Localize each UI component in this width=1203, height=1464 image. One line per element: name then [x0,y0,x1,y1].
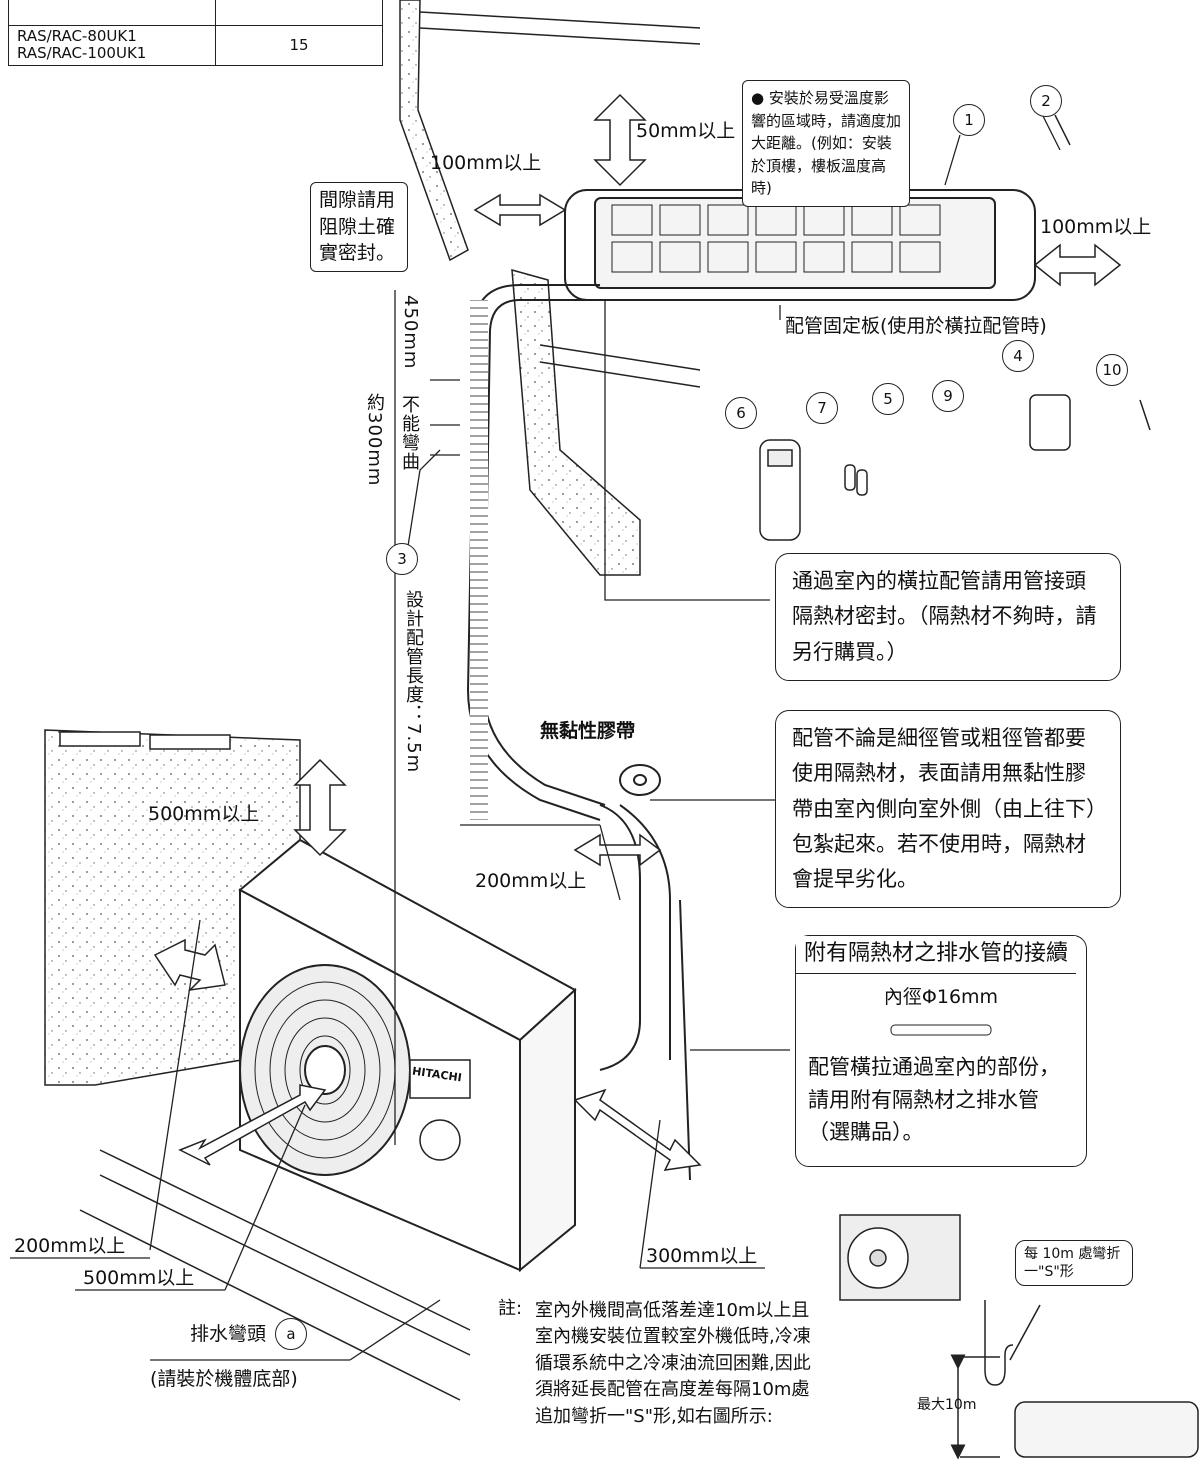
s-bend-callout: 每 10m 處彎折一"S"形 [1015,1240,1133,1287]
drain-diameter: 內徑Φ16mm [883,985,999,1008]
part-marker-6: 6 [725,397,757,429]
tape-roll [619,764,661,796]
leader-lines [10,109,1061,1361]
outdoor-wall [44,729,471,1401]
clear-500-top: 500mm以上 [148,803,260,825]
part-marker-7: 7 [806,392,838,424]
max-height-label: 最大10m [917,1397,977,1413]
part-marker-2: 2 [1030,85,1062,117]
bracket-label: 配管固定板(使用於橫拉配管時) [785,315,1047,337]
accessory-parts [759,114,1151,541]
seal-note: 間隙請用阻隙土確實密封。 [310,182,408,272]
drain-title: 附有隔熱材之排水管的接續 [796,936,1077,974]
no-bend-label: 不能彎曲 [399,395,420,471]
outdoor-unit [238,838,577,1273]
tape-label: 無黏性膠帶 [540,720,636,742]
part-marker-5: 5 [872,383,904,415]
refrigerant-pipe [466,284,691,1181]
clear-200-right: 200mm以上 [475,870,587,892]
model-names: RAS/RAC-80UK1 RAS/RAC-100UK1 [8,25,216,66]
footnote-prefix: 註: [498,1298,523,1319]
clear-top-label: 50mm以上 [636,120,736,142]
model-table-header-right [215,0,383,26]
part-marker-1: 1 [953,104,985,136]
footnote-text: 室內外機間高低落差達10m以上且室內機安裝位置較室外機低時,冷凍循環系統中之冷凍… [535,1300,811,1427]
clear-left-label: 100mm以上 [430,152,542,174]
drain-elbow-label: 排水彎頭 [190,1323,267,1345]
part-marker-3: 3 [386,543,418,575]
indoor-unit [564,189,1036,301]
clearance-arrows [153,93,1122,1171]
upper-wall [399,0,701,576]
temperature-note: ● 安裝於易受溫度影響的區域時，請適度加大距離。(例如：安裝於頂樓，樓板溫度高時… [742,80,910,207]
model-value: 15 [215,25,383,66]
model-table: RAS/RAC-80UK1 RAS/RAC-100UK1 15 [8,0,383,66]
design-length: 設計配管長度：7.5m [403,590,424,774]
inset-height-diagram [839,1214,1199,1460]
clear-right-label: 100mm以上 [1040,216,1152,238]
length-300: 約300mm [364,393,385,487]
drain-elbow-note: (請裝於機體底部) [150,1368,298,1390]
clear-300: 300mm以上 [646,1245,758,1267]
part-marker-10: 10 [1096,354,1128,386]
drain-elbow-mark: a [275,1318,307,1350]
model-table-header-left [8,0,216,26]
clear-500-front: 500mm以上 [83,1267,195,1289]
part-marker-4: 4 [1002,340,1034,372]
drain-body: 配管橫拉通過室內的部份，請用附有隔熱材之排水管（選購品）。 [808,1055,1060,1145]
part-marker-9: 9 [932,380,964,412]
drain-box: 附有隔熱材之排水管的接續 內徑Φ16mm 配管橫拉通過室內的部份，請用附有隔熱材… [795,935,1087,1167]
insulation-note: 配管不論是細徑管或粗徑管都要使用隔熱材，表面請用無黏性膠帶由室內側向室外側（由上… [775,710,1121,909]
drain-hose-icon [796,1016,1086,1051]
clear-200-left: 200mm以上 [14,1235,126,1257]
length-450: 450mm [400,295,421,370]
seal-pipe-note: 通過室內的橫拉配管請用管接頭隔熱材密封。（隔熱材不夠時，請另行購買。） [775,553,1121,681]
